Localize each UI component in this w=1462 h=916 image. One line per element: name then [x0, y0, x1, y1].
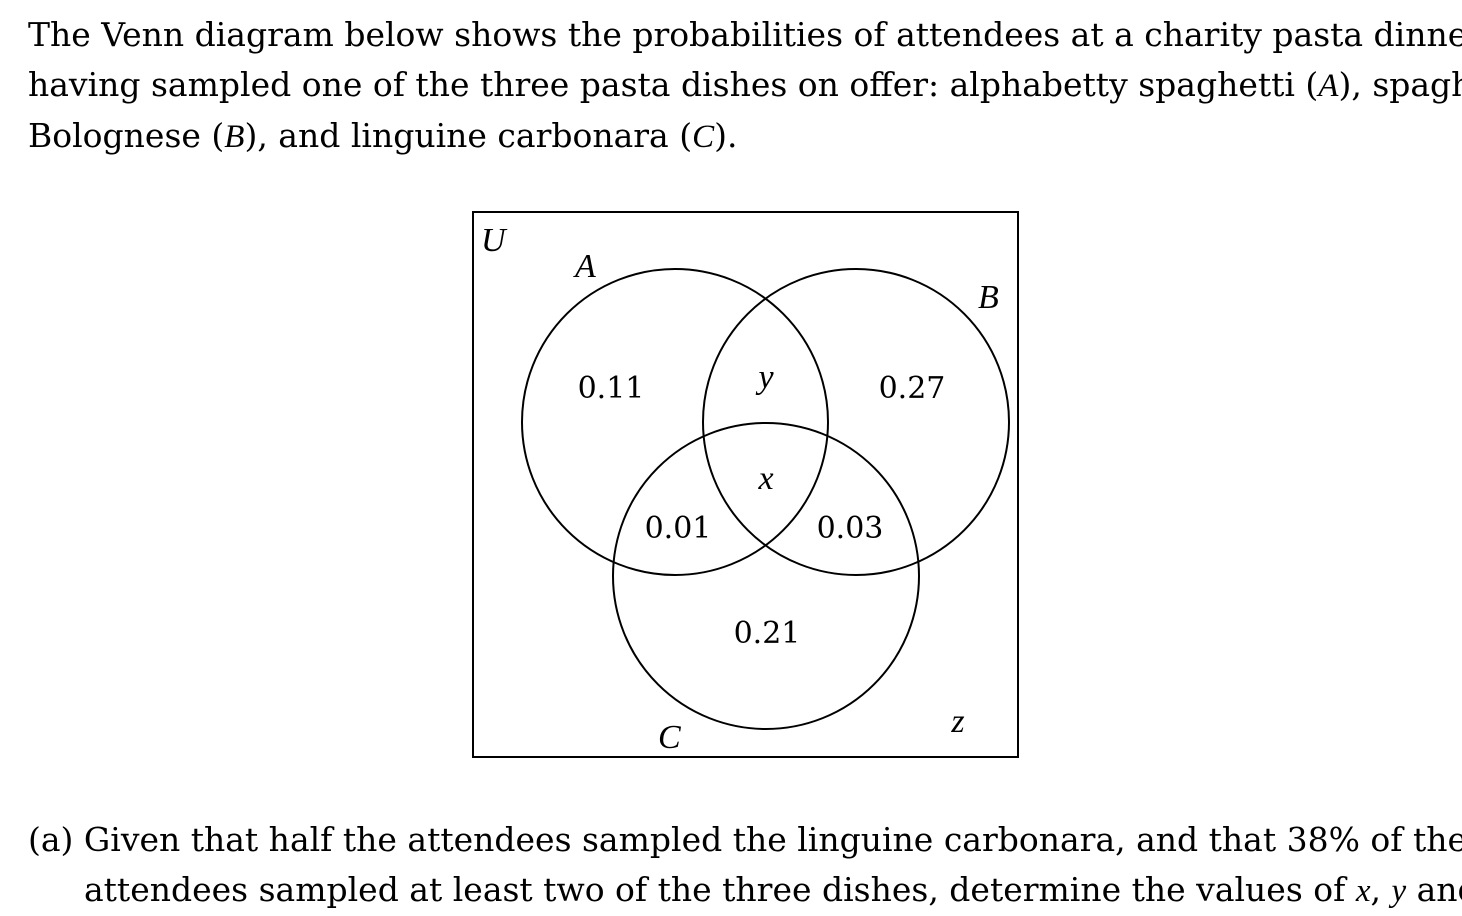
intro-line-3-text-c: ). — [714, 116, 738, 155]
question-sep-2: and — [1416, 870, 1462, 909]
region-a-and-c-only: 0.01 — [645, 511, 712, 546]
intro-line-3: Bolognese (B), and linguine carbonara (C… — [28, 111, 1448, 162]
variable-y: y — [1391, 873, 1407, 909]
universal-set-label: U — [481, 222, 508, 259]
intro-line-3-text-a: Bolognese ( — [28, 116, 225, 155]
set-b-variable: B — [224, 119, 245, 155]
question-line-2: attendees sampled at least two of the th… — [28, 865, 1462, 916]
question-line-1: (a) Given that half the attendees sample… — [28, 820, 1462, 859]
intro-line-3-text-b: ), and linguine carbonara ( — [244, 116, 693, 155]
intro-line-2: having sampled one of the three pasta di… — [28, 60, 1462, 111]
question-a: (a) Given that half the attendees sample… — [28, 815, 1462, 916]
question-sep-1: , — [1370, 870, 1392, 909]
question-line-2-text: attendees sampled at least two of the th… — [84, 870, 1356, 909]
region-c-only: 0.21 — [734, 616, 801, 651]
intro-paragraph: The Venn diagram below shows the probabi… — [28, 10, 1462, 162]
set-c-label: C — [658, 719, 681, 756]
region-a-b-c: x — [757, 460, 773, 497]
intro-line-2-text-a: having sampled one of the three pasta di… — [28, 65, 1319, 104]
set-c-variable: C — [692, 119, 715, 155]
region-outside: z — [950, 703, 964, 740]
region-a-only: 0.11 — [578, 371, 645, 406]
circle-a — [521, 268, 829, 576]
region-b-only: 0.27 — [879, 371, 946, 406]
set-a-label: A — [573, 248, 596, 285]
intro-line-2-text-b: ), spaghetti — [1338, 65, 1462, 104]
set-b-label: B — [978, 279, 999, 316]
intro-line-1: The Venn diagram below shows the probabi… — [28, 15, 1462, 54]
region-b-and-c-only: 0.03 — [817, 511, 884, 546]
circle-c — [612, 422, 920, 730]
region-a-and-b-only: y — [755, 359, 774, 396]
circle-b — [702, 268, 1010, 576]
set-a-variable: A — [1318, 68, 1339, 104]
universal-set-box — [472, 211, 1019, 758]
variable-x: x — [1355, 873, 1371, 909]
